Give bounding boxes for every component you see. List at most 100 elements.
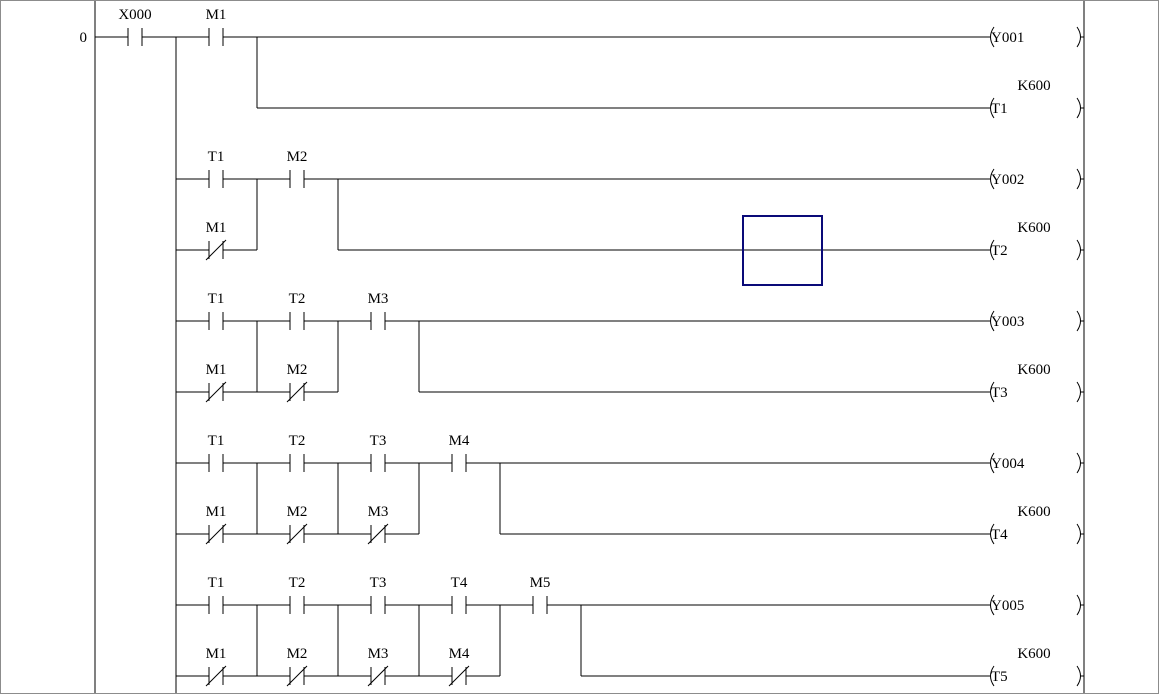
timer-coil[interactable]: T2 — [990, 239, 1085, 261]
contact-label: T1 — [208, 291, 225, 307]
contact-label: M1 — [206, 7, 227, 23]
timer-coil[interactable]: T4 — [990, 523, 1085, 545]
nc-contact[interactable]: M3 — [338, 504, 419, 545]
contact-label: M3 — [368, 504, 389, 520]
coil-paren-right — [1076, 239, 1081, 261]
no-contact[interactable]: M3 — [338, 291, 419, 330]
coil-paren-right — [1076, 594, 1081, 616]
selection-cursor[interactable] — [742, 215, 823, 286]
contact-label: T3 — [370, 575, 387, 591]
nc-slash — [205, 665, 227, 687]
nc-contact[interactable]: M1 — [176, 504, 257, 545]
no-contact[interactable]: M2 — [257, 149, 338, 188]
coil-label: T5 — [991, 669, 1008, 685]
nc-contact[interactable]: M3 — [338, 646, 419, 687]
no-contact[interactable]: T4 — [419, 575, 500, 614]
contact-label: M2 — [287, 149, 308, 165]
contact-label: T4 — [451, 575, 468, 591]
coil-label: T3 — [991, 385, 1008, 401]
contact-label: M2 — [287, 362, 308, 378]
coil-label: Y004 — [991, 456, 1025, 472]
contact-label: M4 — [449, 433, 470, 449]
coil-paren-left — [990, 310, 995, 332]
coil-paren-left — [990, 97, 995, 119]
nc-slash — [205, 523, 227, 545]
timer-coil[interactable]: T1 — [990, 97, 1085, 119]
no-contact[interactable]: T1 — [176, 149, 257, 188]
contact-label: T3 — [370, 433, 387, 449]
timer-coil[interactable]: T3 — [990, 381, 1085, 403]
nc-slash — [448, 665, 470, 687]
contact-label: T1 — [208, 433, 225, 449]
nc-contact[interactable]: M1 — [176, 646, 257, 687]
no-contact[interactable]: T3 — [338, 575, 419, 614]
no-contact[interactable]: T2 — [257, 575, 338, 614]
nc-contact[interactable]: M2 — [257, 646, 338, 687]
coil-paren-right — [1076, 452, 1081, 474]
coil-label: Y005 — [991, 598, 1024, 614]
output-coil[interactable]: Y003 — [990, 310, 1085, 332]
timer-preset: K600 — [1017, 646, 1050, 662]
nc-slash — [286, 523, 308, 545]
no-contact[interactable]: T2 — [257, 291, 338, 330]
output-coil[interactable]: Y001 — [990, 26, 1085, 48]
no-contact[interactable]: X000 — [95, 7, 176, 46]
step-number: 0 — [80, 30, 88, 46]
contact-label: M4 — [449, 646, 470, 662]
contact-label: T2 — [289, 575, 306, 591]
coil-paren-left — [990, 452, 995, 474]
contact-label: M3 — [368, 646, 389, 662]
nc-slash — [205, 381, 227, 403]
timer-coil[interactable]: T5 — [990, 665, 1085, 687]
no-contact[interactable]: M5 — [500, 575, 581, 614]
coil-paren-left — [990, 381, 995, 403]
no-contact[interactable]: T1 — [176, 291, 257, 330]
nc-contact[interactable]: M1 — [176, 220, 257, 261]
nc-slash — [367, 523, 389, 545]
nc-contact[interactable]: M4 — [419, 646, 500, 687]
coil-paren-left — [990, 168, 995, 190]
nc-slash — [286, 381, 308, 403]
nc-contact[interactable]: M2 — [257, 504, 338, 545]
coil-label: T2 — [991, 243, 1008, 259]
coil-label: T1 — [991, 101, 1008, 117]
coil-paren-right — [1076, 168, 1081, 190]
no-contact[interactable]: T1 — [176, 575, 257, 614]
coil-paren-left — [990, 26, 995, 48]
coil-paren-right — [1076, 523, 1081, 545]
no-contact[interactable]: M1 — [176, 7, 257, 46]
output-coil[interactable]: Y005 — [990, 594, 1085, 616]
contact-label: M5 — [530, 575, 551, 591]
coil-paren-left — [990, 239, 995, 261]
coil-label: T4 — [991, 527, 1008, 543]
nc-contact[interactable]: M2 — [257, 362, 338, 403]
no-contact[interactable]: T3 — [338, 433, 419, 472]
coil-paren-right — [1076, 665, 1081, 687]
coil-label: Y001 — [991, 30, 1024, 46]
timer-preset: K600 — [1017, 362, 1050, 378]
nc-slash — [205, 239, 227, 261]
coil-label: Y003 — [991, 314, 1024, 330]
contact-label: T1 — [208, 149, 225, 165]
coil-paren-left — [990, 523, 995, 545]
contact-label: M1 — [206, 362, 227, 378]
contact-label: M3 — [368, 291, 389, 307]
contact-label: M2 — [287, 646, 308, 662]
nc-contact[interactable]: M1 — [176, 362, 257, 403]
no-contact[interactable]: M4 — [419, 433, 500, 472]
contact-label: T2 — [289, 291, 306, 307]
contact-label: M2 — [287, 504, 308, 520]
contact-label: M1 — [206, 220, 227, 236]
coil-paren-left — [990, 665, 995, 687]
nc-slash — [286, 665, 308, 687]
coil-paren-right — [1076, 26, 1081, 48]
nc-slash — [367, 665, 389, 687]
no-contact[interactable]: T1 — [176, 433, 257, 472]
output-coil[interactable]: Y002 — [990, 168, 1085, 190]
output-coil[interactable]: Y004 — [990, 452, 1085, 474]
coil-paren-right — [1076, 310, 1081, 332]
no-contact[interactable]: T2 — [257, 433, 338, 472]
contact-label: M1 — [206, 504, 227, 520]
